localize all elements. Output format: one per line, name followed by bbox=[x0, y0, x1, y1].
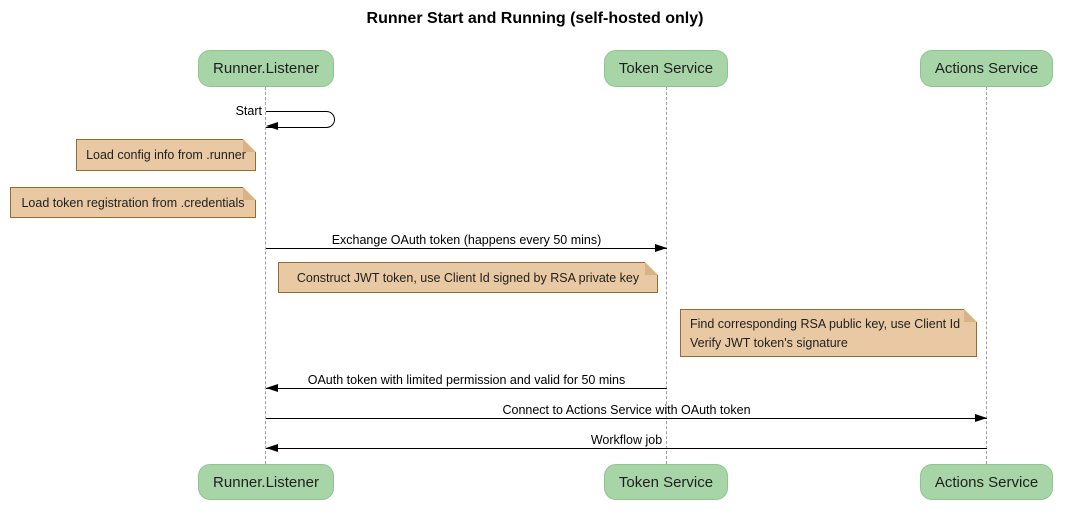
diagram-title: Runner Start and Running (self-hosted on… bbox=[366, 10, 704, 27]
note-text: Load config info from .runner bbox=[86, 148, 246, 162]
lifeline-actions-service bbox=[986, 87, 987, 464]
actor-label: Runner.Listener bbox=[213, 473, 319, 491]
message-workflow-job: Workflow job bbox=[266, 433, 987, 452]
note-fold-corner bbox=[243, 139, 256, 152]
message-exchange-oauth-token: Exchange OAuth token (happens every 50 m… bbox=[266, 233, 667, 252]
message-label: Workflow job bbox=[590, 433, 663, 447]
message-line bbox=[266, 444, 987, 452]
actor-bottom-actions-service: Actions Service bbox=[920, 464, 1053, 500]
actor-label: Token Service bbox=[618, 60, 714, 77]
message-line bbox=[266, 414, 987, 422]
actor-top-token-service: Token Service bbox=[604, 50, 728, 87]
note-fold-corner bbox=[964, 309, 977, 322]
note-load-config: Load config info from .runner bbox=[76, 139, 256, 171]
actor-top-actions-service: Actions Service bbox=[920, 50, 1053, 87]
note-load-token-registration: Load token registration from .credential… bbox=[10, 187, 256, 218]
actor-label: Token Service bbox=[618, 473, 714, 491]
message-oauth-token-return: OAuth token with limited permission and … bbox=[266, 373, 667, 392]
message-line bbox=[266, 244, 667, 252]
note-text-line2: Verify JWT token's signature bbox=[690, 336, 848, 350]
lifeline-runner-listener bbox=[265, 87, 266, 464]
arrowhead-left bbox=[266, 384, 278, 392]
note-fold-corner bbox=[645, 262, 658, 275]
self-message-start-loop bbox=[266, 111, 335, 128]
self-message-start-label: Start bbox=[235, 104, 262, 118]
note-text: Load token registration from .credential… bbox=[21, 195, 245, 210]
actor-top-runner-listener: Runner.Listener bbox=[198, 50, 334, 87]
arrowhead-right bbox=[975, 414, 987, 422]
actor-label: Actions Service bbox=[934, 473, 1039, 491]
message-connect-actions-service: Connect to Actions Service with OAuth to… bbox=[266, 403, 987, 422]
note-fold-corner bbox=[243, 187, 256, 200]
actor-label: Actions Service bbox=[934, 60, 1039, 77]
arrowhead-left bbox=[266, 444, 278, 452]
note-text-line1: Find corresponding RSA public key, use C… bbox=[690, 317, 961, 331]
arrowhead-left bbox=[266, 122, 278, 130]
lifeline-token-service bbox=[666, 87, 667, 464]
actor-bottom-token-service: Token Service bbox=[604, 464, 728, 500]
actor-bottom-runner-listener: Runner.Listener bbox=[198, 464, 334, 500]
note-text: Construct JWT token, use Client Id signe… bbox=[296, 270, 640, 285]
message-label: OAuth token with limited permission and … bbox=[307, 373, 626, 387]
note-construct-jwt: Construct JWT token, use Client Id signe… bbox=[278, 262, 658, 293]
message-line bbox=[266, 384, 667, 392]
message-label: Exchange OAuth token (happens every 50 m… bbox=[331, 233, 602, 247]
arrowhead-right bbox=[655, 244, 667, 252]
message-label: Connect to Actions Service with OAuth to… bbox=[502, 403, 751, 417]
actor-label: Runner.Listener bbox=[213, 60, 319, 77]
note-verify-jwt: Find corresponding RSA public key, use C… bbox=[680, 309, 977, 357]
